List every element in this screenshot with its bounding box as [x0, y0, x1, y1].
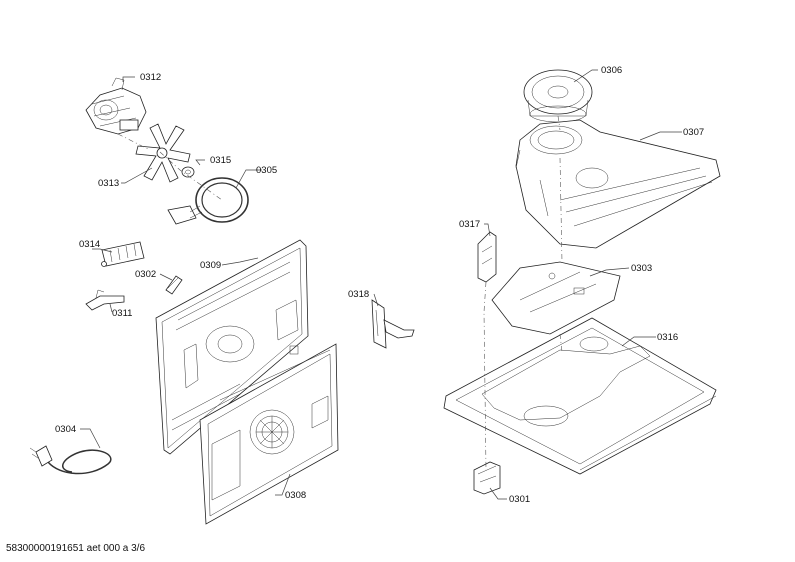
part-mains-cable	[29, 445, 112, 475]
label-0305: 0305	[256, 165, 277, 176]
label-0306: 0306	[601, 65, 622, 76]
label-0309: 0309	[200, 260, 221, 271]
part-fan-wheel	[523, 69, 593, 123]
label-0317: 0317	[459, 219, 480, 230]
label-0311: 0311	[112, 308, 132, 319]
part-bottom-chassis	[443, 317, 717, 475]
part-door-switch	[473, 461, 501, 495]
label-0315: 0315	[210, 155, 231, 166]
label-0312: 0312	[140, 72, 161, 83]
part-back-panel	[155, 239, 309, 455]
label-0304: 0304	[55, 424, 76, 435]
label-0301: 0301	[509, 494, 530, 505]
part-fan-housing	[515, 119, 721, 249]
part-nut	[181, 166, 195, 178]
assembly-lines	[117, 115, 563, 471]
label-0302: 0302	[135, 269, 156, 280]
leader-lines	[80, 69, 682, 500]
part-sensor	[85, 289, 125, 311]
part-heating-ring	[167, 177, 249, 225]
label-0308: 0308	[285, 490, 306, 501]
part-fan-motor	[85, 77, 147, 135]
label-0307: 0307	[683, 127, 704, 138]
label-0303: 0303	[631, 263, 652, 274]
label-0318: 0318	[348, 289, 369, 300]
part-terminal-block	[101, 241, 145, 267]
label-0313: 0313	[98, 178, 119, 189]
label-0314: 0314	[79, 239, 100, 250]
document-code: 58300000191651 aet 000 a 3/6	[6, 543, 145, 554]
part-labels: 0312 0313 0315 0305 0314 0302 0309 0311 …	[55, 65, 704, 505]
part-fan-blade	[135, 123, 191, 183]
part-bracket	[371, 299, 415, 349]
label-0316: 0316	[657, 332, 678, 343]
part-front-panel	[199, 343, 339, 525]
part-latch-bracket	[477, 231, 497, 283]
part-cover-plate	[491, 261, 621, 335]
part-lamp	[165, 275, 183, 295]
